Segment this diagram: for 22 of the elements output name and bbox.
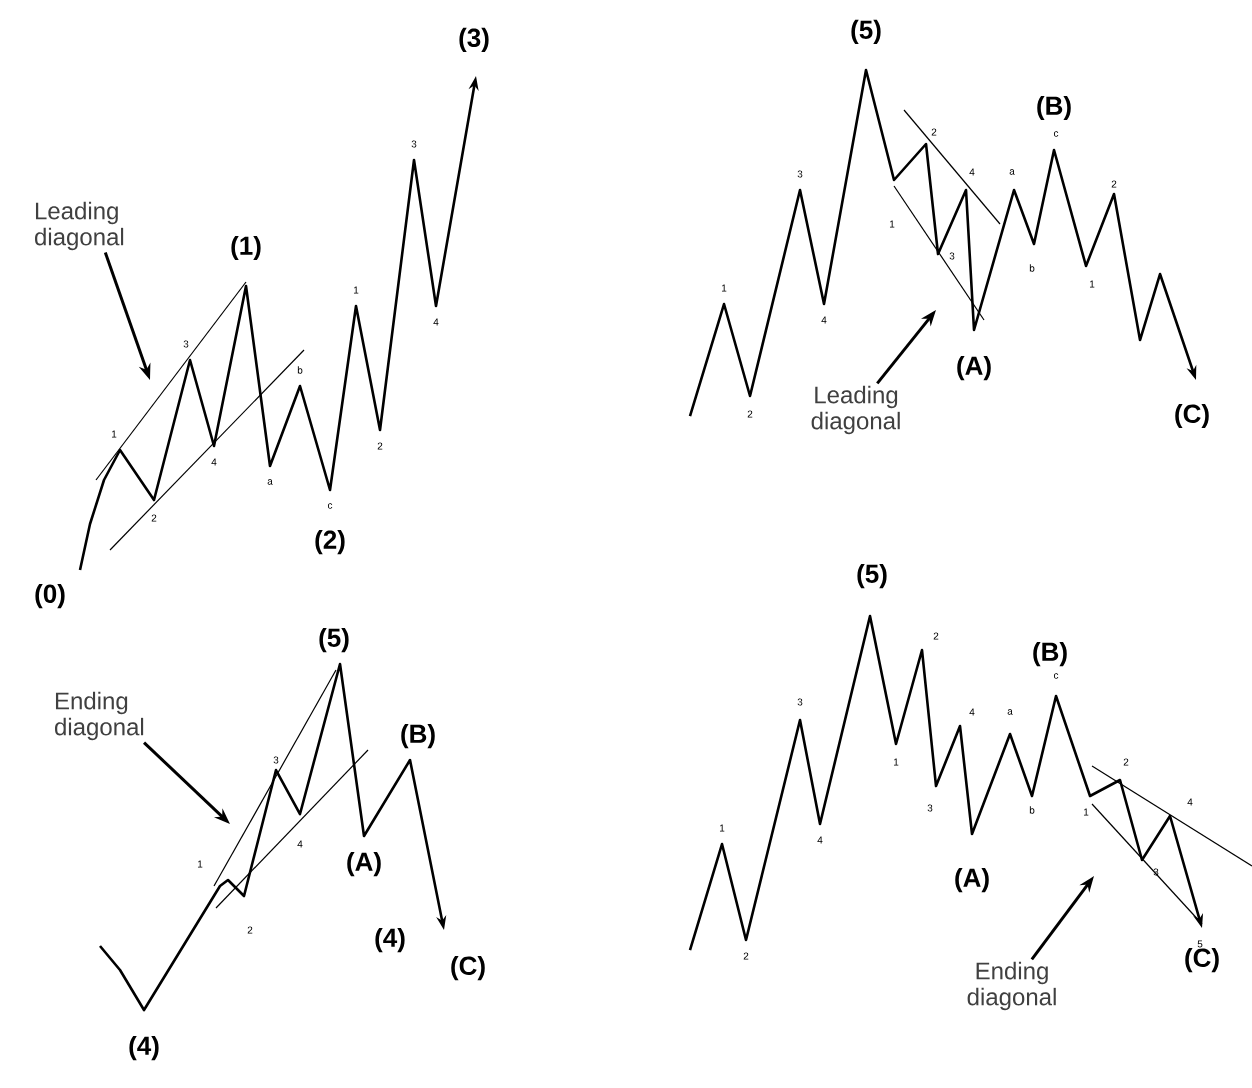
wave-label: (4) <box>129 1035 159 1061</box>
callout-text: Ending diagonal <box>55 691 144 741</box>
wave-label: (5) <box>851 19 881 45</box>
wave-label: (B) <box>401 723 435 749</box>
wave-label: (A) <box>957 355 991 381</box>
wave-label: (C) <box>451 955 485 981</box>
wave-label: (5) <box>857 563 887 589</box>
wave-label: (5) <box>319 627 349 653</box>
wave-label: (3) <box>459 27 489 53</box>
wave-label: (B) <box>1037 95 1071 121</box>
wave-label: (0) <box>35 583 65 609</box>
wave-label: (1) <box>231 235 261 261</box>
callout-text: Ending diagonal <box>967 961 1056 1011</box>
wave-label: (2) <box>315 529 345 555</box>
wave-label: (B) <box>1033 641 1067 667</box>
wave-label: (C) <box>1185 947 1219 973</box>
wave-label: (A) <box>955 867 989 893</box>
callout-text: Leading diagonal <box>811 385 900 435</box>
wave-label: (4) <box>375 927 405 953</box>
wave-label: (A) <box>347 851 381 877</box>
callout-text: Leading diagonal <box>35 201 124 251</box>
wave-label: (C) <box>1175 403 1209 429</box>
